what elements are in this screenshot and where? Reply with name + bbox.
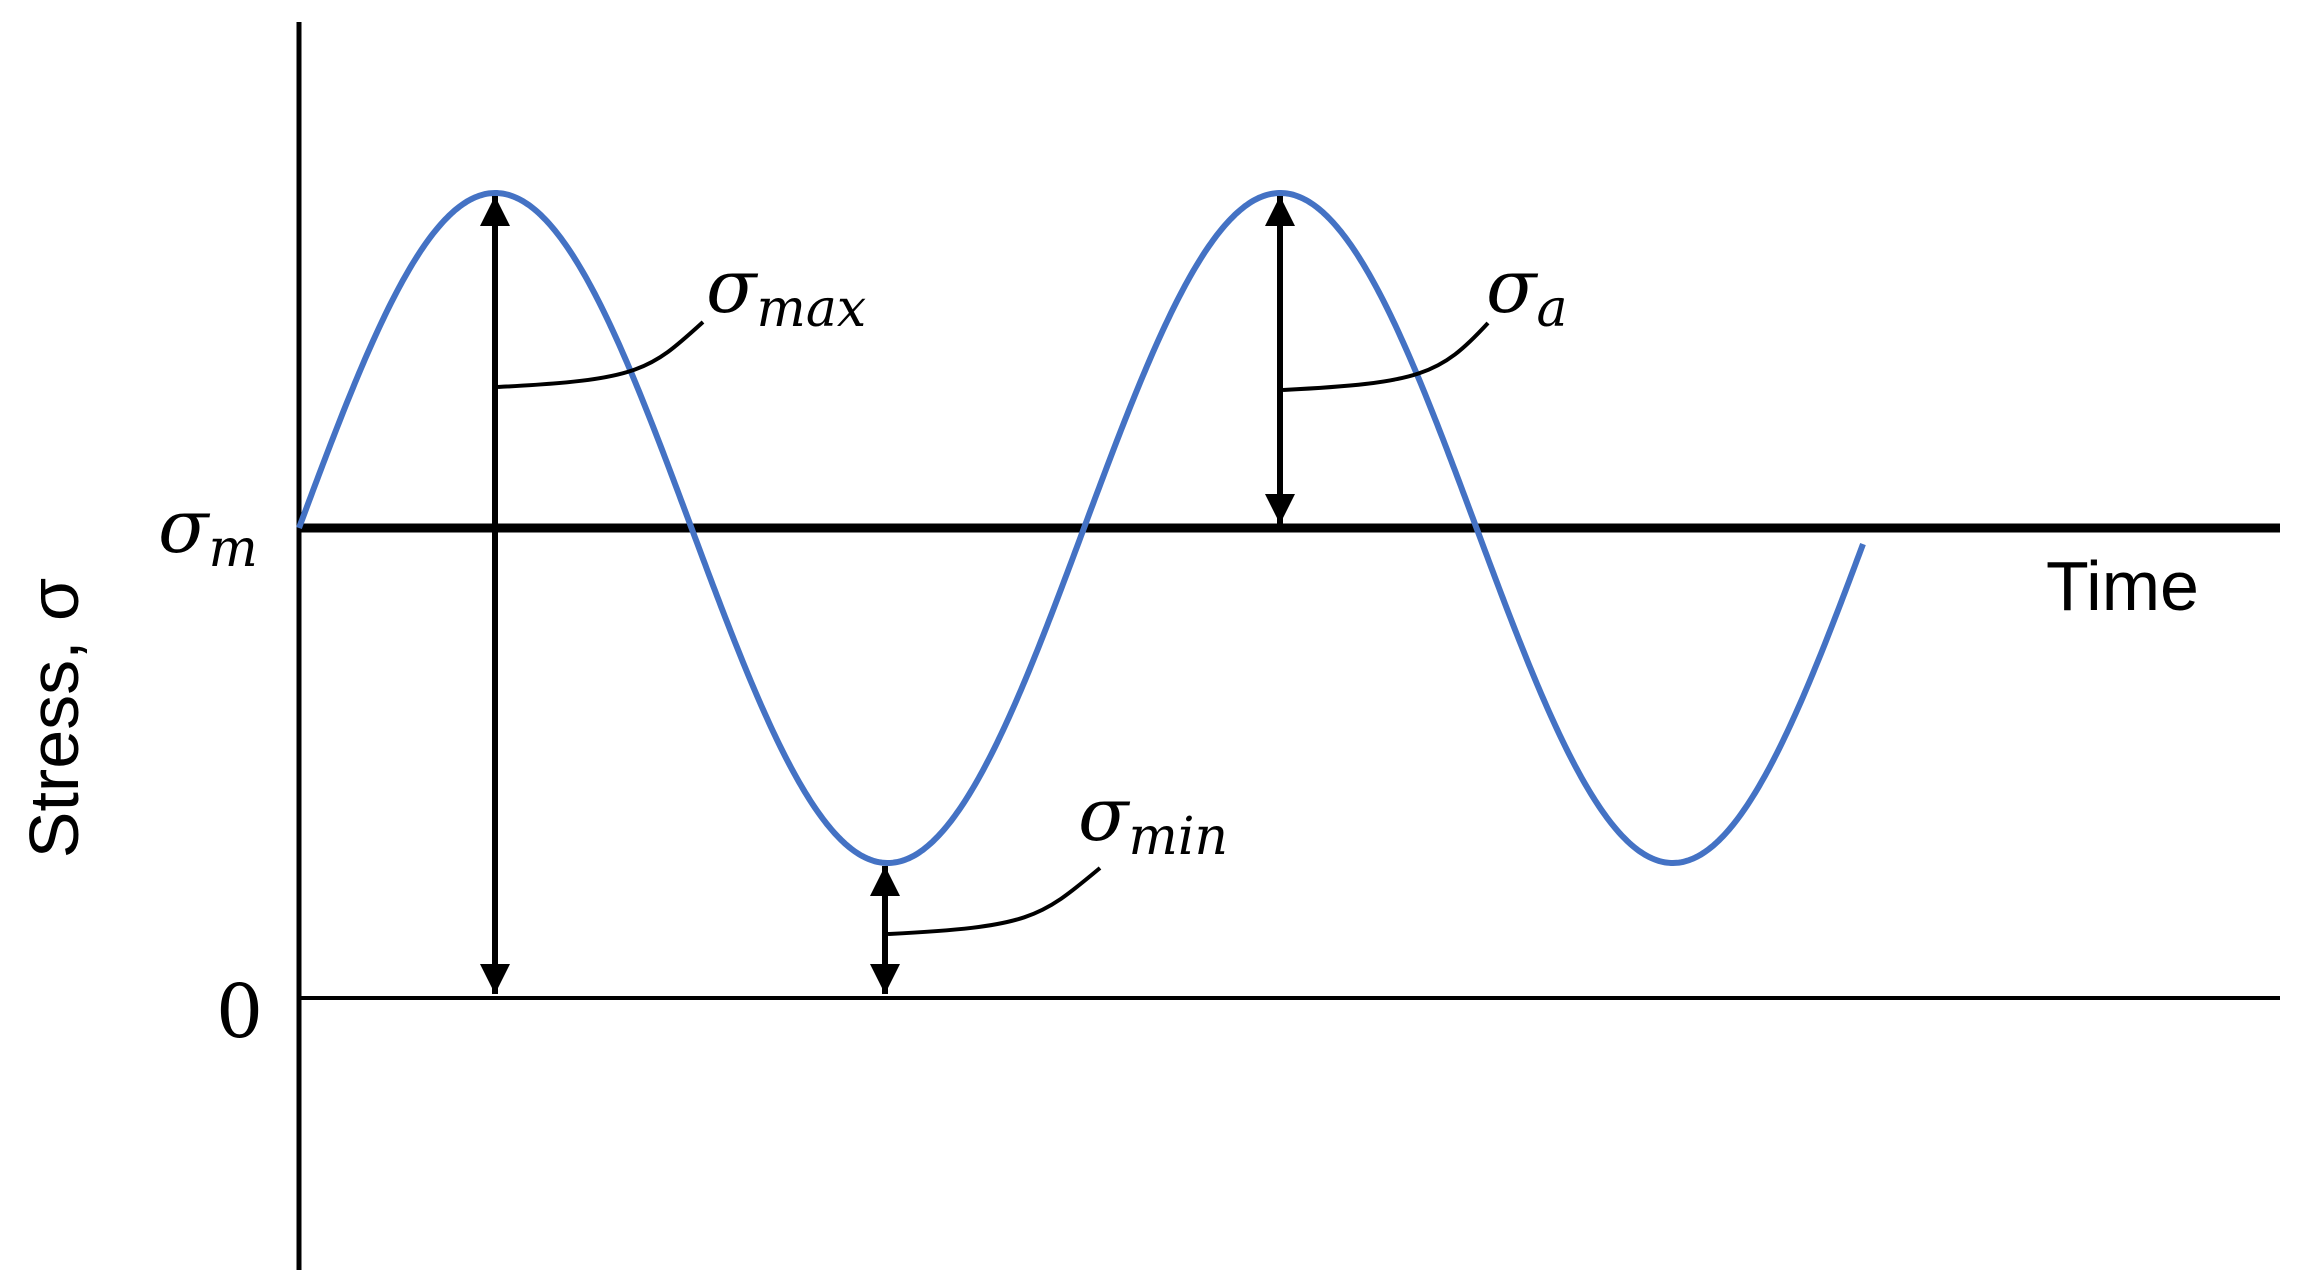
sigma-min-subscript: min xyxy=(1129,807,1228,867)
sigma-a-leader xyxy=(1282,321,1490,392)
sigma-min-symbol: σ xyxy=(1078,772,1131,858)
time-axis-label: Time xyxy=(2046,547,2199,625)
sigma-a-subscript: a xyxy=(1537,279,1568,339)
sigma-max-label: σmax xyxy=(706,244,866,339)
sigma-max-symbol: σ xyxy=(706,244,759,330)
sigma-min-leader xyxy=(887,866,1102,936)
stress-axis-label: Stress, σ xyxy=(15,578,93,858)
zero-label: 0 xyxy=(216,969,263,1055)
sigma-min-label: σmin xyxy=(1078,772,1228,867)
sigma-m-symbol: σ xyxy=(158,484,211,570)
sigma-a-symbol: σ xyxy=(1486,244,1539,330)
sigma-max-leader xyxy=(497,320,705,389)
sigma-m-subscript: m xyxy=(209,519,258,579)
sigma-m-label: σm xyxy=(158,484,258,579)
sigma-max-subscript: max xyxy=(757,279,867,339)
sigma-a-label: σa xyxy=(1486,244,1568,339)
stress-sine-curve xyxy=(296,190,1866,866)
